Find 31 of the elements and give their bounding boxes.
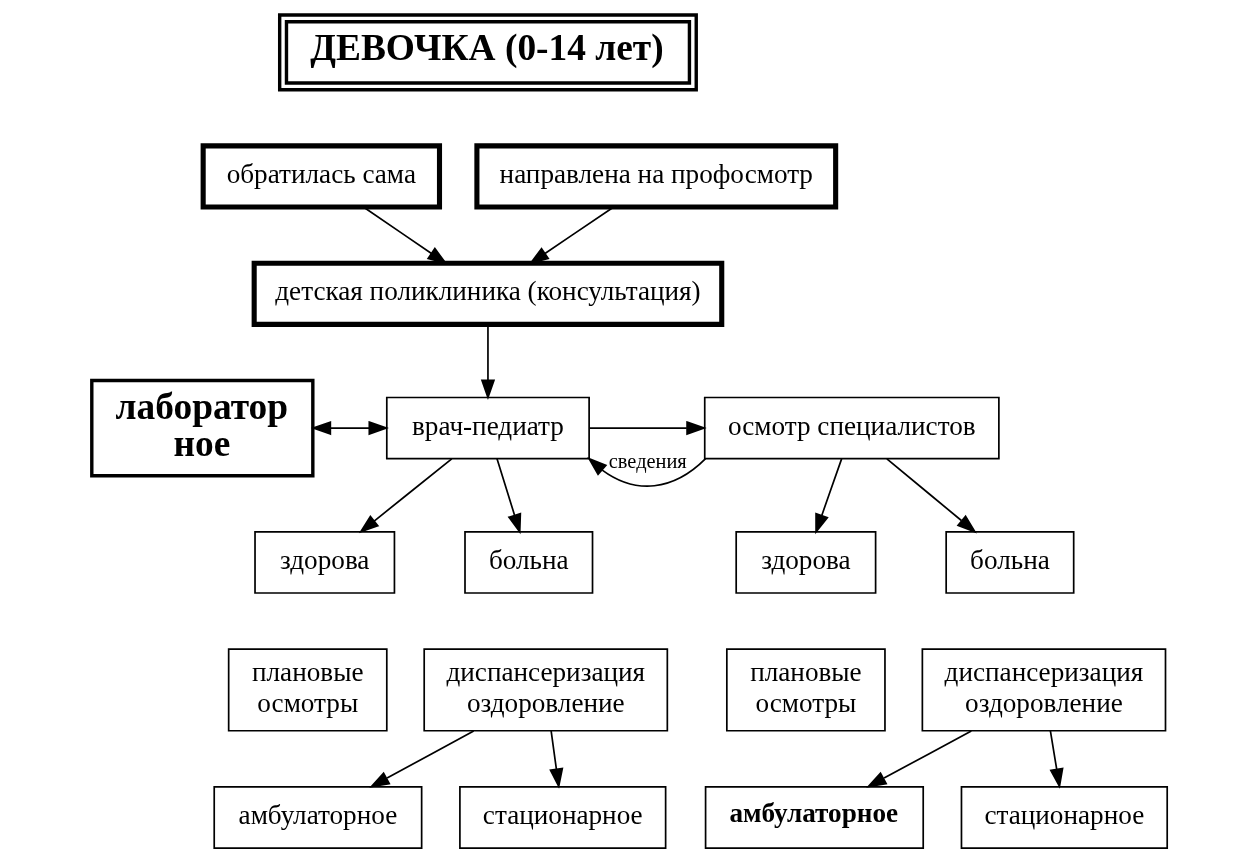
- node-box: амбулаторное: [704, 786, 925, 849]
- arrow: [866, 730, 973, 788]
- node-box: здорова: [735, 530, 877, 594]
- arrow: [587, 457, 707, 487]
- node-box: осмотр специалистов: [703, 396, 1000, 460]
- node-box: плановые осмотры: [726, 648, 886, 732]
- edge-label: сведения: [608, 450, 687, 473]
- node-box: врач-педиатр: [385, 396, 590, 460]
- node-box: плановые осмотры: [227, 648, 388, 732]
- arrow: [1049, 730, 1064, 789]
- node-box: стационарное: [459, 786, 667, 849]
- arrow: [310, 420, 389, 436]
- arrow: [496, 458, 522, 535]
- node-box: диспансеризация оздоровление: [423, 648, 669, 732]
- node-box: стационарное: [960, 786, 1169, 849]
- node-box: амбулаторное: [213, 786, 423, 849]
- arrow: [358, 458, 453, 534]
- node-box: здорова: [254, 530, 396, 594]
- arrow: [549, 730, 564, 789]
- node-box: направлена на профосмотр: [474, 143, 839, 210]
- node-box: ДЕВОЧКА (0-14 лет): [278, 13, 698, 92]
- node-box: лаборатор ное: [90, 378, 315, 478]
- node-box: детская поликлиника (консультация): [251, 260, 725, 327]
- arrow: [886, 458, 977, 534]
- node-box: обратилась сама: [200, 143, 443, 210]
- node-box: больна: [464, 530, 594, 594]
- arrow: [815, 458, 843, 535]
- node-box: больна: [945, 530, 1075, 594]
- arrow: [369, 730, 475, 788]
- arrow: [588, 420, 707, 436]
- node-box: диспансеризация оздоровление: [921, 648, 1167, 732]
